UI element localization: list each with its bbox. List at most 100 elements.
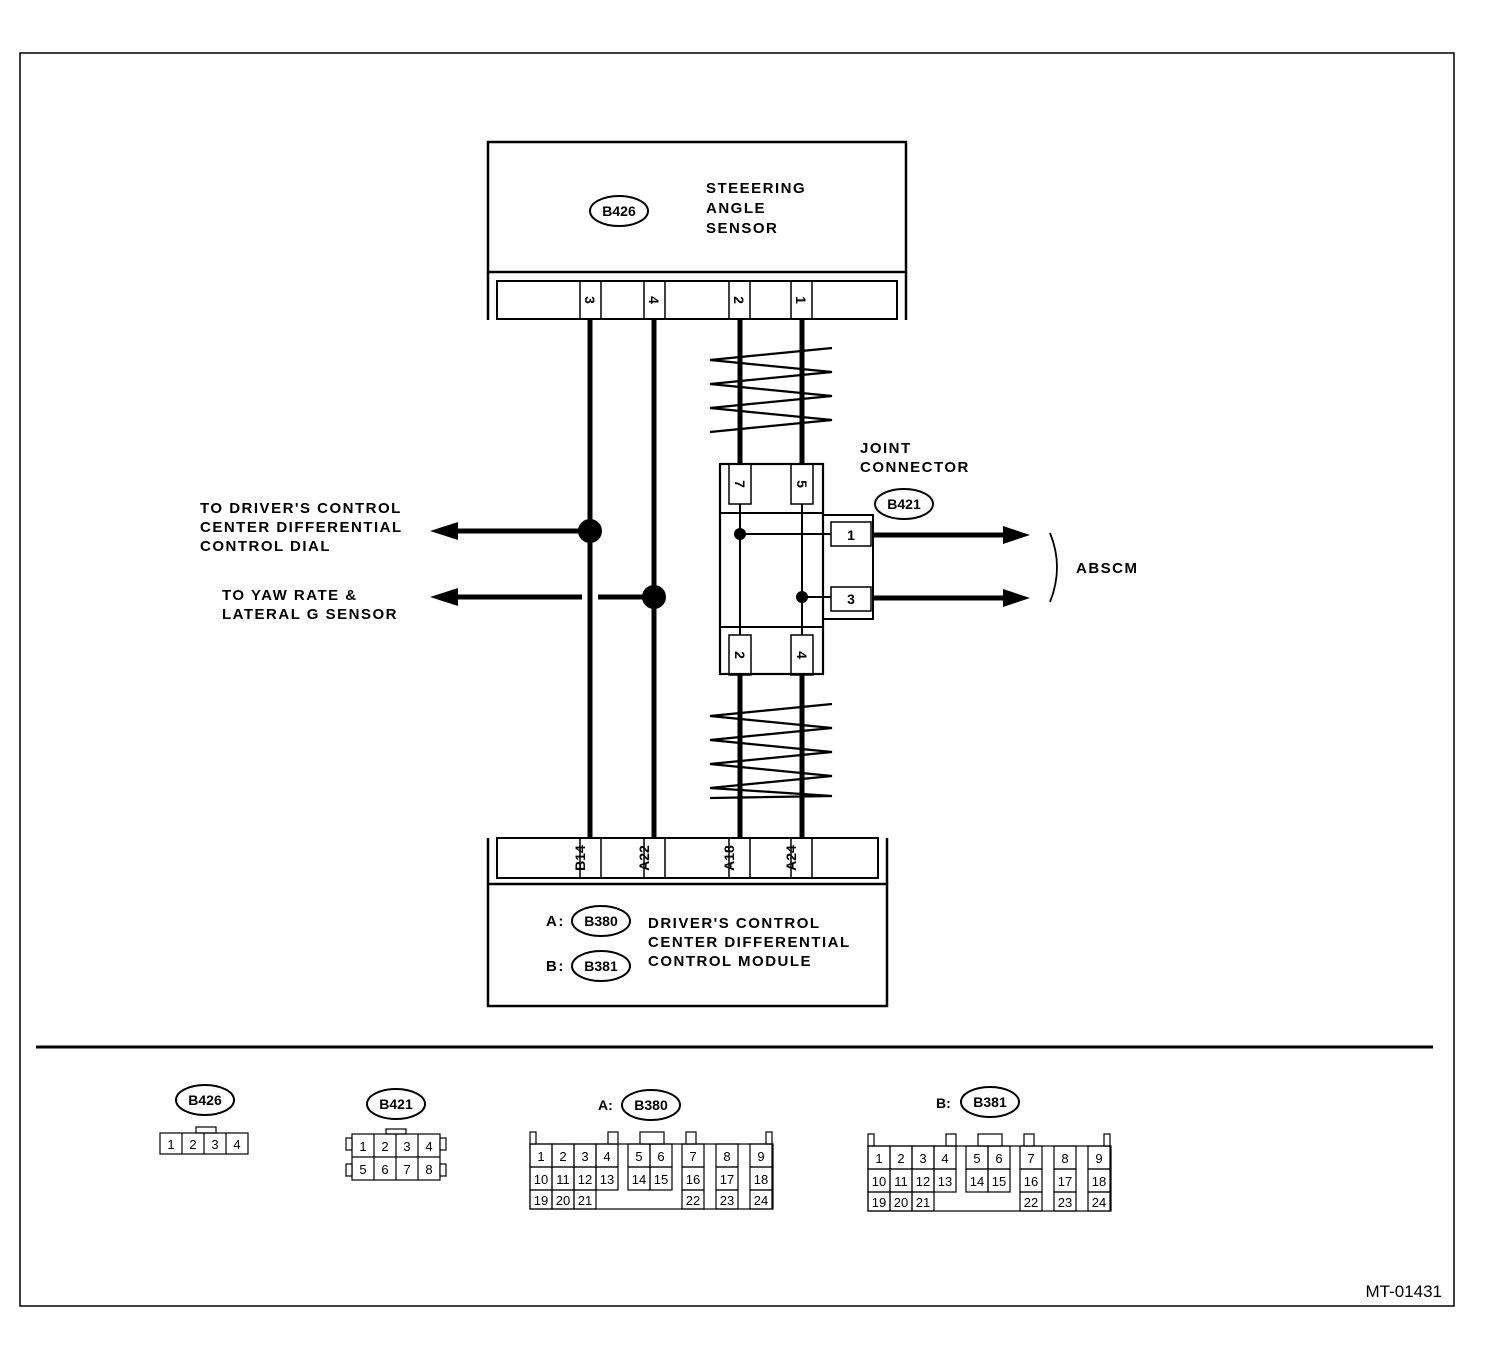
b381-pin: 3 <box>919 1151 926 1166</box>
joint-splice-dot-2 <box>796 591 808 603</box>
b421-view-pin: 4 <box>425 1139 432 1154</box>
sensor-pin-1: 1 <box>793 296 809 304</box>
b380-pin: 8 <box>723 1149 730 1164</box>
sensor-name-line3: SENSOR <box>706 220 778 237</box>
module-connector-a-tag <box>571 905 631 937</box>
b381-pin: 14 <box>970 1174 984 1189</box>
b381-pin: 22 <box>1024 1195 1038 1210</box>
b381-pin: 5 <box>973 1151 980 1166</box>
b380-pin: 14 <box>632 1172 646 1187</box>
joint-pin-4: 4 <box>794 651 810 659</box>
sensor-pin-2: 2 <box>731 296 747 304</box>
b421-view-pin: 7 <box>403 1162 410 1177</box>
b381-pin: 4 <box>941 1151 948 1166</box>
joint-connector-label: B421 <box>887 496 921 512</box>
sensor-name-line2: ANGLE <box>706 200 766 217</box>
splice-dot-yaw <box>642 585 666 609</box>
b426-view-pin: 1 <box>167 1137 174 1152</box>
figure-id: MT-01431 <box>1365 1282 1442 1301</box>
joint-name-line1: JOINT <box>860 440 912 457</box>
b426-view-pin: 4 <box>233 1137 240 1152</box>
arrow-right-icon <box>1003 526 1030 544</box>
module-pin-a22: A22 <box>636 845 652 871</box>
b381-pin: 6 <box>995 1151 1002 1166</box>
b381-view-prefix: B: <box>936 1095 951 1111</box>
b421-view-tag: B421 <box>379 1096 413 1112</box>
b380-pin: 7 <box>689 1149 696 1164</box>
yaw-label-line2: LATERAL G SENSOR <box>222 606 398 623</box>
sensor-body <box>486 140 908 274</box>
sensor-terminal-strip <box>496 280 898 320</box>
module-name-line1: DRIVER'S CONTROL <box>648 915 821 932</box>
b380-pin: 21 <box>578 1193 592 1208</box>
joint-connector: JOINT CONNECTOR B421 7 5 2 4 1 3 <box>718 440 1139 676</box>
twisted-pair-upper <box>709 346 833 434</box>
arrow-right-icon <box>1003 589 1030 607</box>
abscm-label: ABSCM <box>1076 560 1139 577</box>
b381-pin: 11 <box>894 1174 908 1189</box>
module-terminal-strip <box>496 837 879 879</box>
joint-connector-tag <box>874 488 934 520</box>
arrow-left-icon <box>430 522 458 540</box>
joint-name-line2: CONNECTOR <box>860 459 970 476</box>
b380-pin: 2 <box>559 1149 566 1164</box>
sensor-pin-4: 4 <box>646 296 662 304</box>
module-name-line2: CENTER DIFFERENTIAL <box>648 934 851 951</box>
b380-pin: 22 <box>686 1193 700 1208</box>
b380-pin: 4 <box>603 1149 610 1164</box>
b381-pin: 1 <box>875 1151 882 1166</box>
module-body <box>486 882 889 1008</box>
b380-pin: 11 <box>556 1172 570 1187</box>
b381-pin: 21 <box>916 1195 930 1210</box>
module-pin-b14: B14 <box>572 845 588 871</box>
sensor-connector-tag <box>589 195 649 227</box>
joint-pin-1: 1 <box>847 527 855 543</box>
b380-pin: 24 <box>754 1193 768 1208</box>
module-prefix-a: A: <box>546 913 565 930</box>
b381-pin: 15 <box>992 1174 1006 1189</box>
splice-dot-dial <box>578 519 602 543</box>
sensor-connector-label: B426 <box>602 203 636 219</box>
b380-pin: 19 <box>534 1193 548 1208</box>
b380-pin: 15 <box>654 1172 668 1187</box>
dial-label-line1: TO DRIVER'S CONTROL <box>200 500 402 517</box>
joint-body <box>718 462 825 676</box>
arrow-left-icon <box>430 588 458 606</box>
connector-view-b421: B421 1 2 3 4 5 6 7 8 <box>345 1088 447 1181</box>
b426-view-tag: B426 <box>188 1092 222 1108</box>
b381-pin: 7 <box>1027 1151 1034 1166</box>
b421-view-pin: 1 <box>359 1139 366 1154</box>
b381-pin: 9 <box>1095 1151 1102 1166</box>
b380-pin: 9 <box>757 1149 764 1164</box>
b421-view-pin: 8 <box>425 1162 432 1177</box>
b380-pin: 13 <box>600 1172 614 1187</box>
sensor-name-line1: STEEERING <box>706 180 806 197</box>
module-name-line3: CONTROL MODULE <box>648 953 812 970</box>
wires <box>587 319 833 838</box>
b381-pin: 12 <box>916 1174 930 1189</box>
b421-view-pin: 2 <box>381 1139 388 1154</box>
b381-pin: 16 <box>1024 1174 1038 1189</box>
b380-view-tag: B380 <box>634 1097 668 1113</box>
module-pin-a18: A18 <box>721 845 737 871</box>
control-module: B14 A22 A18 A24 A: B380 B: B381 DRIVER'S… <box>486 837 889 1008</box>
module-connector-b-tag <box>571 950 631 982</box>
abscm-bracket <box>1049 532 1058 603</box>
connector-view-b426: B426 1 2 3 4 <box>159 1084 249 1155</box>
b381-pin: 2 <box>897 1151 904 1166</box>
b426-view-pin: 3 <box>211 1137 218 1152</box>
module-connector-a-label: B380 <box>584 913 618 929</box>
joint-pin-7: 7 <box>732 480 748 488</box>
b380-pin: 20 <box>556 1193 570 1208</box>
twisted-pair-lower <box>709 702 833 800</box>
b381-pin: 10 <box>872 1174 886 1189</box>
b380-pin: 23 <box>720 1193 734 1208</box>
b421-view-pin: 5 <box>359 1162 366 1177</box>
b380-pin: 12 <box>578 1172 592 1187</box>
b381-pin: 17 <box>1058 1174 1072 1189</box>
b381-pin: 24 <box>1092 1195 1106 1210</box>
